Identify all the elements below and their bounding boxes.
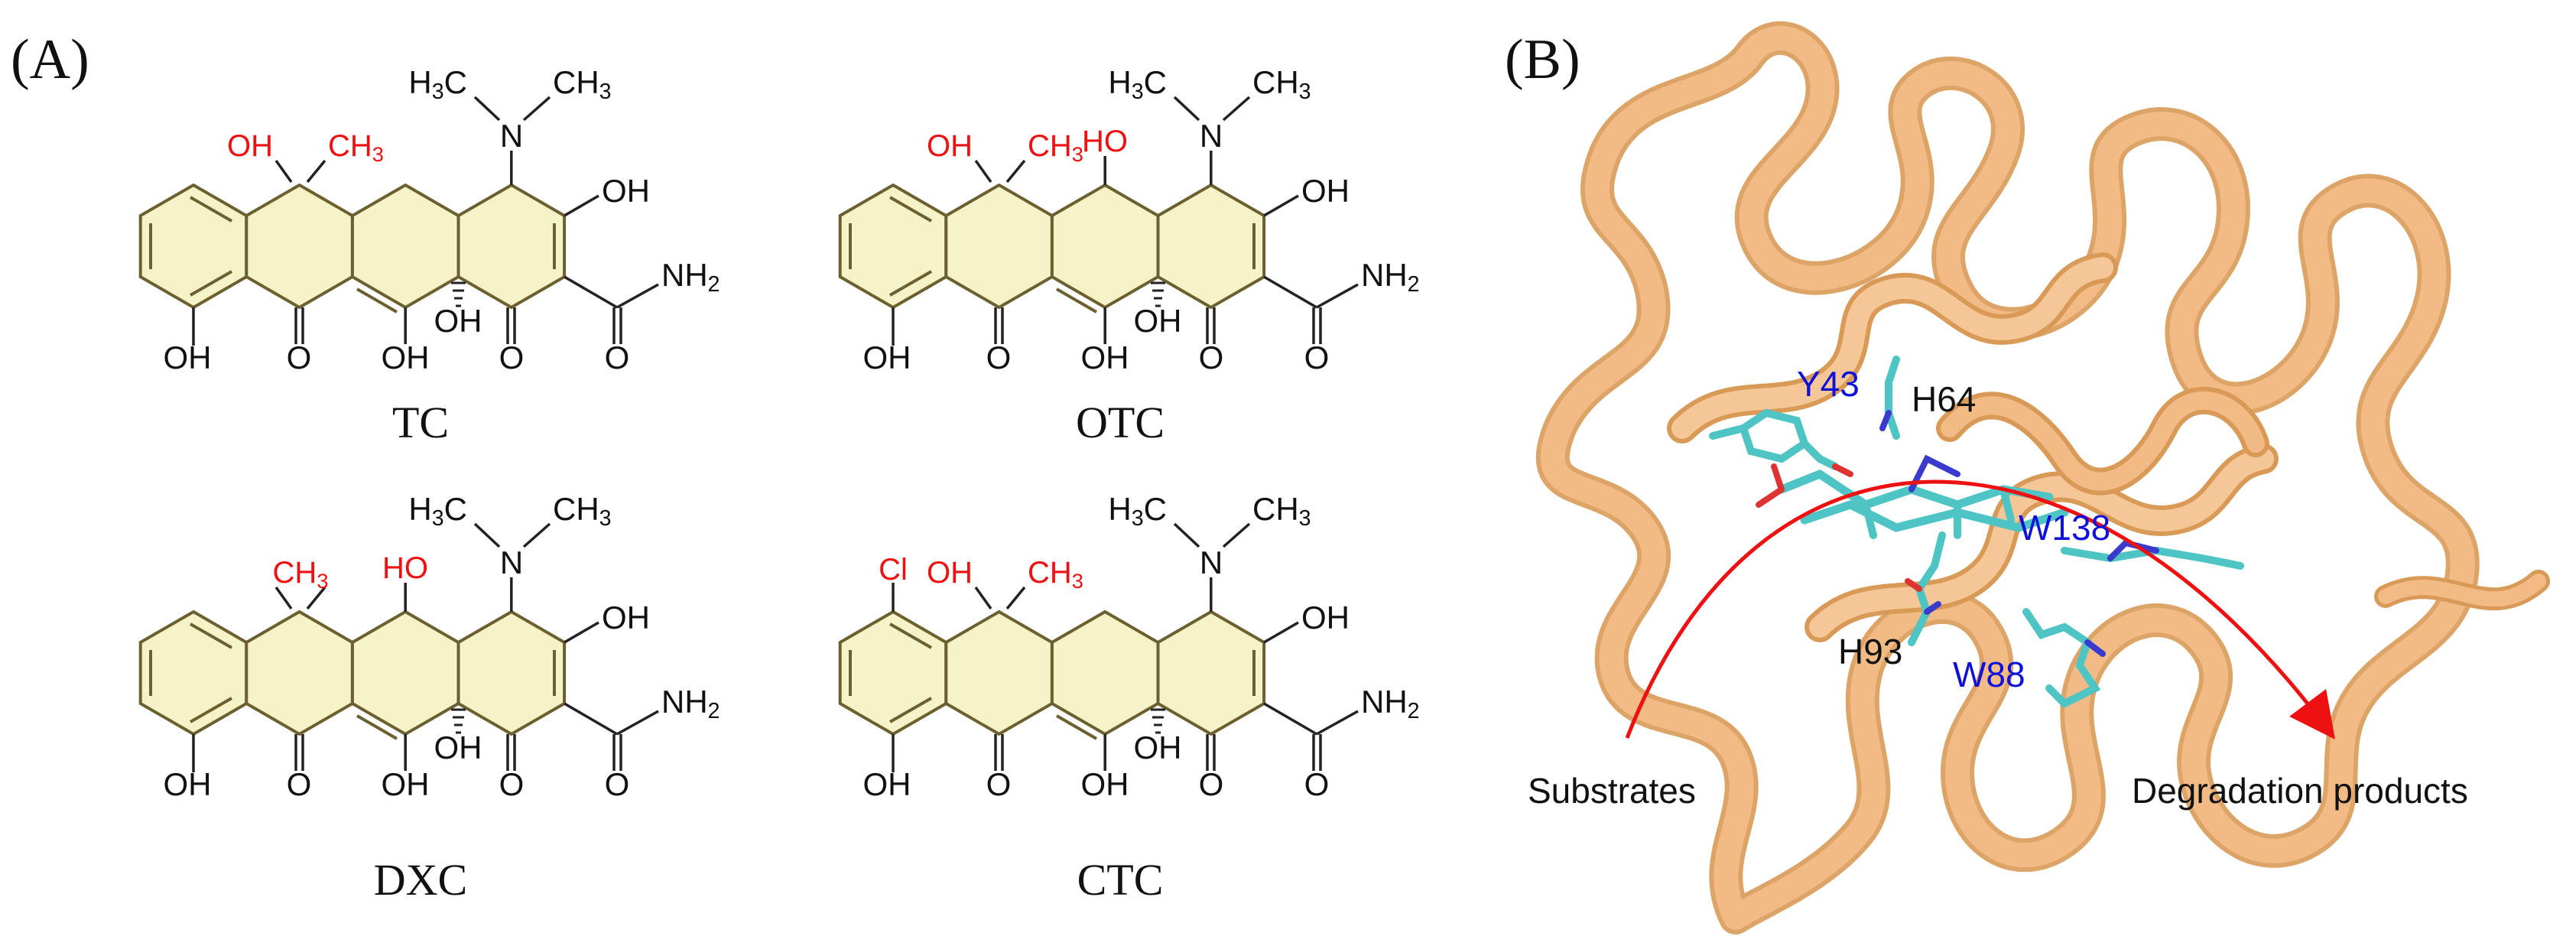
panel-b-label: (B) [1505,28,1580,91]
nh2-label: NH2 [1361,257,1420,297]
enol-oh-top-label: OH [1301,173,1350,209]
oh-aromatic-label: OH [863,766,911,802]
methyl-left-label: H3C [408,64,467,104]
amide-o-label: O [1304,766,1330,802]
residue-label-h64: H64 [1912,379,1976,419]
amine-n-label: N [500,118,523,154]
molecule-dxc: OH O OH OH O O NH2 OH N H3C CH3 CH3 HO D… [138,491,720,905]
enol-oh-label: OH [1081,766,1129,802]
molecule-name: DXC [374,855,467,905]
ketone-o-label: O [986,766,1012,802]
c5-hydroxyl-label: HO [382,551,428,585]
c6-methyl-label: CH3 [1028,556,1083,593]
enol-oh-label: OH [1081,340,1129,375]
oh-aromatic-label: OH [164,340,212,375]
ketone-o2-label: O [1199,340,1224,375]
methyl-right-label: CH3 [553,64,612,104]
ketone-o-label: O [287,340,312,375]
residue-label-w88: W88 [1953,655,2025,694]
bridge-oh-label: OH [434,303,482,339]
ketone-o2-label: O [1199,766,1224,802]
enol-oh-top-label: OH [1301,600,1350,635]
products-label: Degradation products [2132,771,2468,811]
c5-hydroxyl-label: HO [1082,125,1128,158]
molecule-otc: OH O OH OH O O NH2 OH N H3C CH3 OH CH3 H… [838,64,1420,447]
nh2-label: NH2 [661,684,720,723]
molecule-tc: OH O OH OH O O NH2 OH N H3C CH3 OH CH3 T… [138,64,720,447]
amine-n-label: N [500,544,523,580]
reaction-arrow [1625,479,2335,740]
bridge-oh-label: OH [434,730,482,765]
enol-oh-top-label: OH [602,173,650,209]
molecule-ctc: OH O OH OH O O NH2 OH N H3C CH3 OH CH3 C… [838,491,1420,905]
enol-oh-label: OH [382,340,430,375]
nh2-label: NH2 [1361,684,1420,723]
molecule-name: CTC [1077,855,1164,905]
enol-oh-label: OH [382,766,430,802]
methyl-left-label: H3C [1108,491,1167,531]
methyl-left-label: H3C [408,491,467,531]
ketone-o2-label: O [499,340,525,375]
methyl-right-label: CH3 [553,491,612,531]
chloro-label: Cl [879,553,908,587]
molecule-name: TC [392,398,449,447]
protein-ribbon [1535,21,2550,934]
residue-label-w138: W138 [2019,508,2110,548]
panel-a-label: (A) [11,28,89,91]
nh2-label: NH2 [661,257,720,297]
residue-label-y43: Y43 [1797,364,1860,404]
oh-aromatic-label: OH [863,340,911,375]
c6-oh-label: OH [927,129,973,163]
amide-o-label: O [605,766,630,802]
methyl-left-label: H3C [1108,64,1167,104]
ketone-o-label: O [986,340,1012,375]
amine-n-label: N [1200,544,1223,580]
ketone-o2-label: O [499,766,525,802]
bridge-oh-label: OH [1134,303,1182,339]
oh-aromatic-label: OH [164,766,212,802]
c6-methyl-label: CH3 [273,556,329,593]
substrates-label: Substrates [1528,771,1696,811]
ketone-o-label: O [287,766,312,802]
c6-oh-label: OH [227,129,273,163]
methyl-right-label: CH3 [1252,491,1311,531]
residue-label-h93: H93 [1838,632,1902,671]
c6-methyl-label: CH3 [328,129,384,166]
enol-oh-top-label: OH [602,600,650,635]
methyl-right-label: CH3 [1252,64,1311,104]
molecule-name: OTC [1076,398,1165,447]
amide-o-label: O [1304,340,1330,375]
amine-n-label: N [1200,118,1223,154]
c6-methyl-label: CH3 [1028,129,1083,166]
bridge-oh-label: OH [1134,730,1182,765]
c6-oh-label: OH [927,556,973,590]
amide-o-label: O [605,340,630,375]
